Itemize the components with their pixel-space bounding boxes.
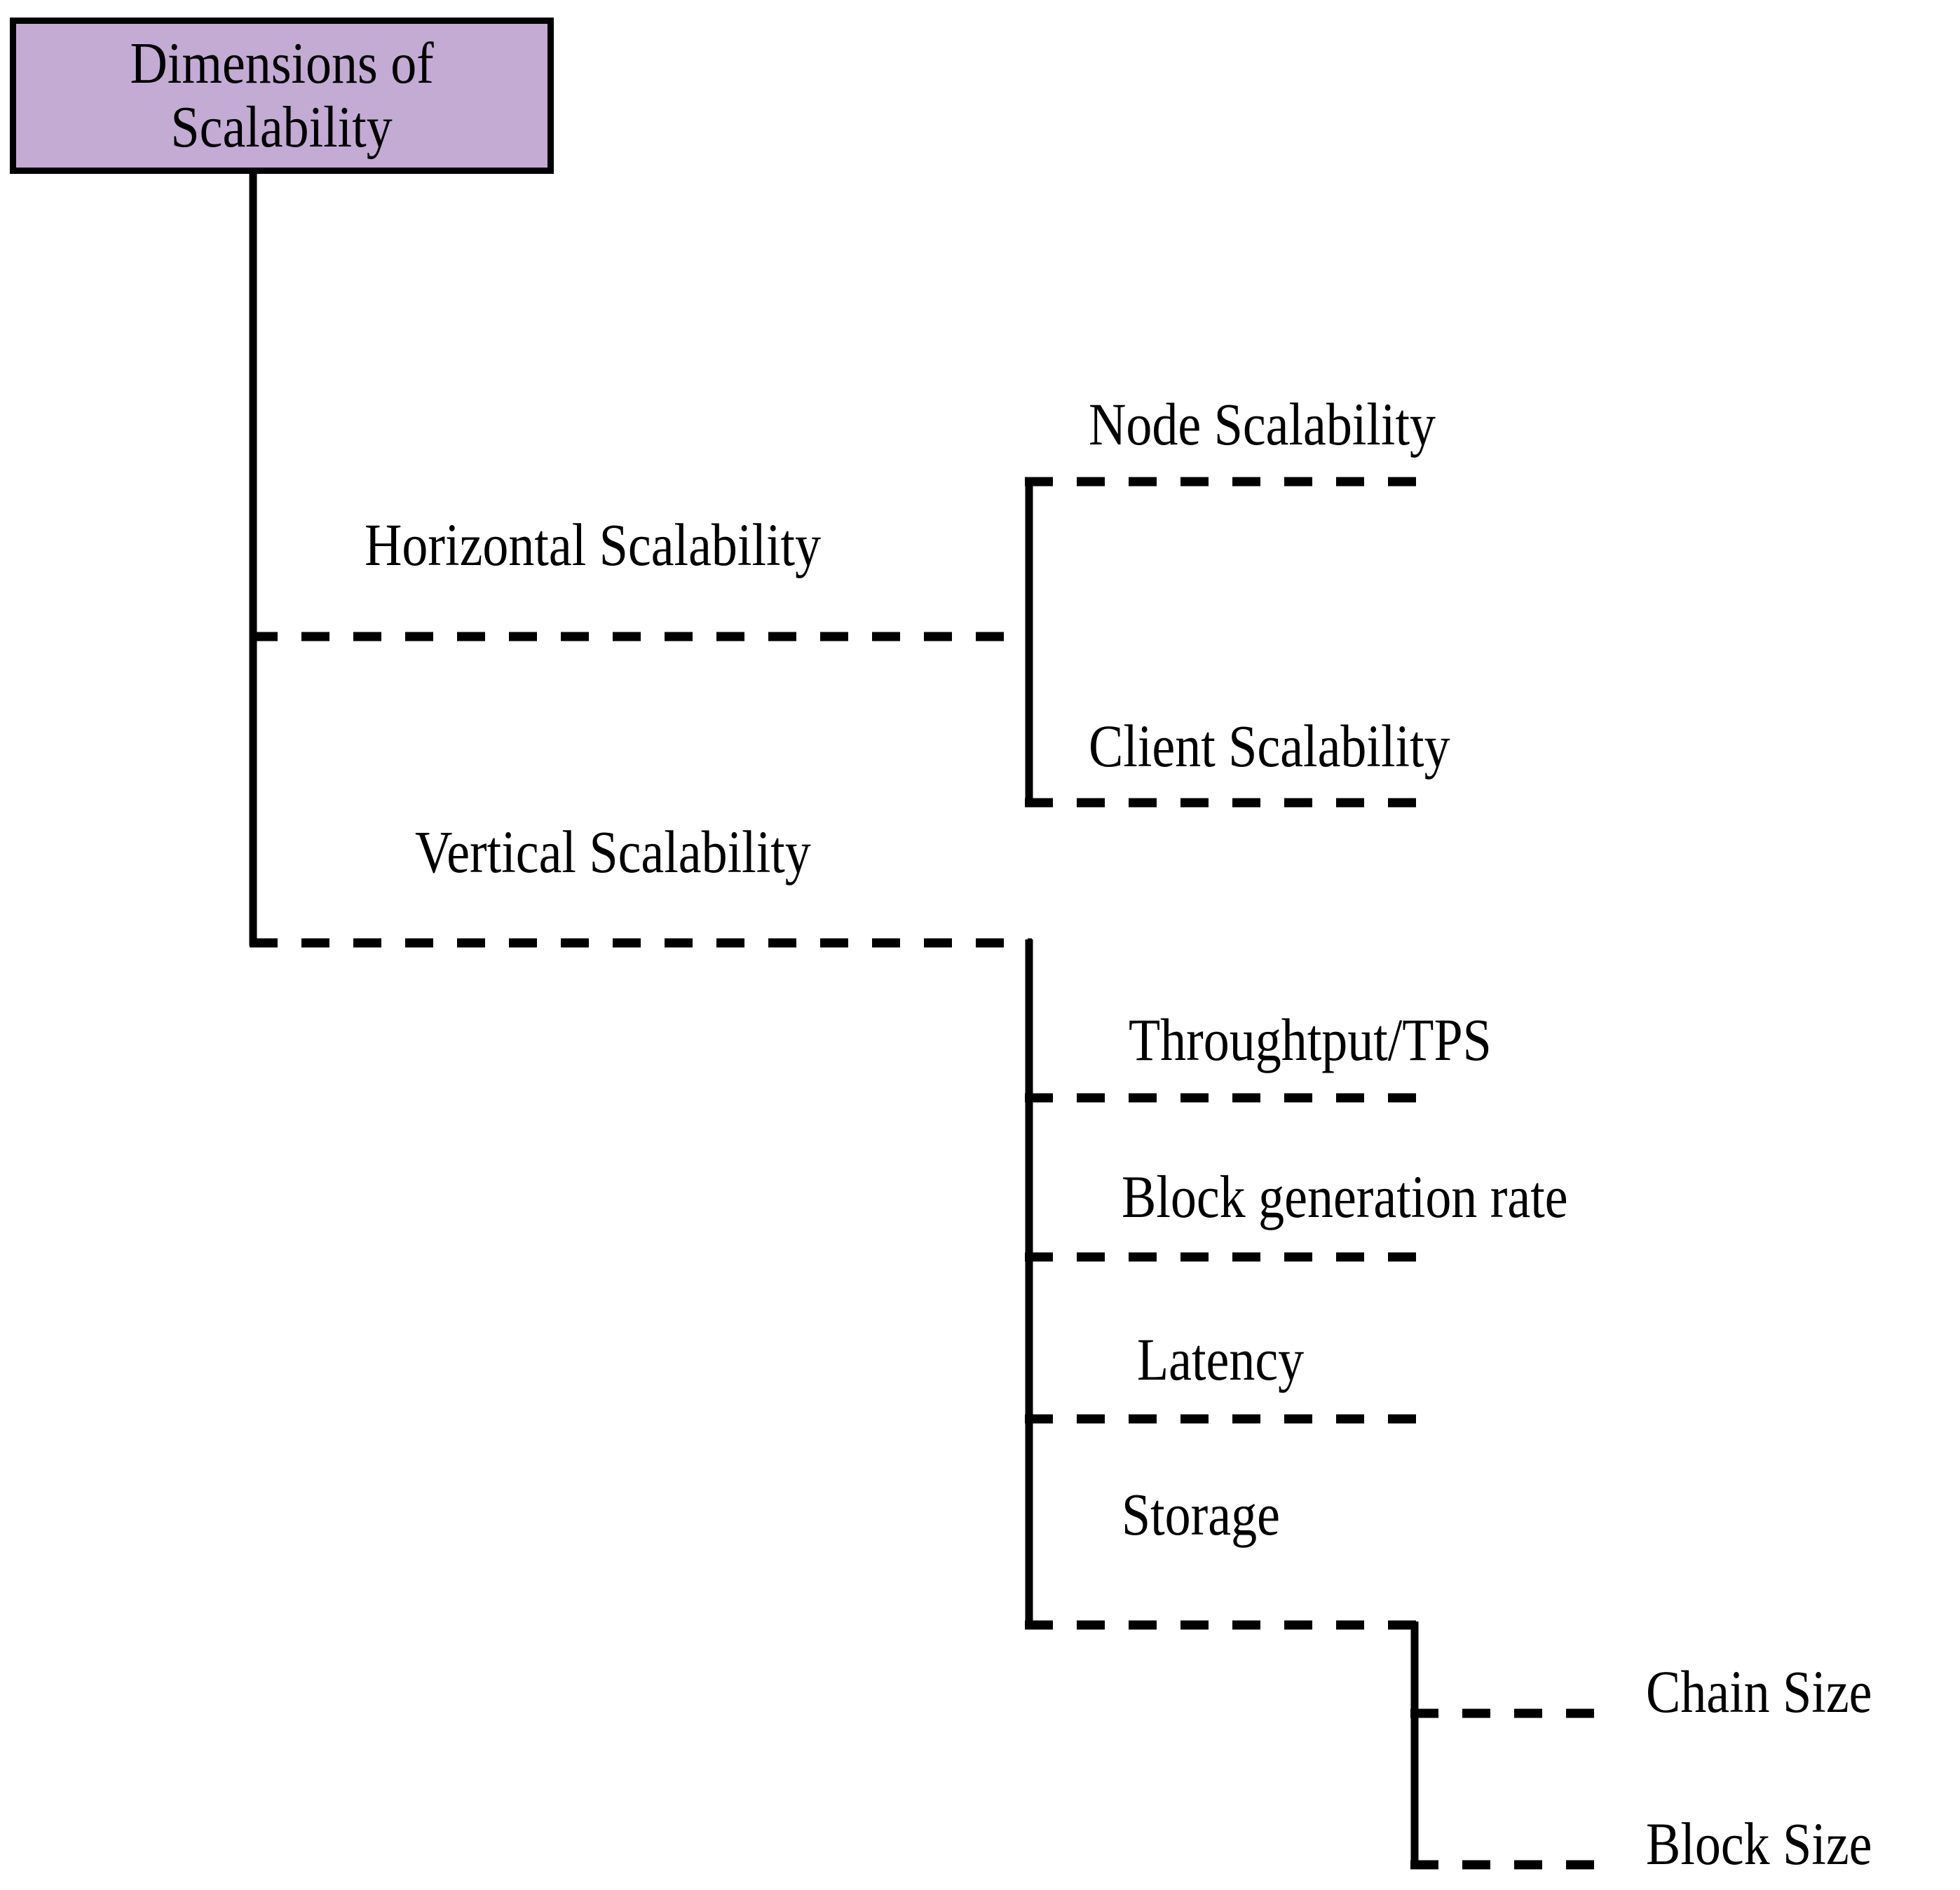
node-label-vertical-scalability[interactable]: Vertical Scalability: [415, 818, 811, 885]
node-label-block-size[interactable]: Block Size: [1646, 1810, 1872, 1877]
node-label-storage[interactable]: Storage: [1122, 1481, 1280, 1548]
node-label-block-generation-rate[interactable]: Block generation rate: [1122, 1163, 1568, 1230]
node-label-chain-size[interactable]: Chain Size: [1646, 1658, 1872, 1725]
node-label-client-scalability[interactable]: Client Scalability: [1089, 712, 1450, 780]
node-label-node-scalability[interactable]: Node Scalability: [1089, 390, 1436, 458]
node-label-latency[interactable]: Latency: [1137, 1326, 1305, 1393]
root-label-line-2: Scalability: [170, 94, 393, 160]
node-label-horizontal-scalability[interactable]: Horizontal Scalability: [365, 511, 822, 578]
root-label-line-1: Dimensions of: [130, 30, 434, 96]
node-label-throughput-tps[interactable]: Throughtput/TPS: [1129, 1006, 1492, 1073]
root-node-dimensions-of-scalability[interactable]: Dimensions of Scalability: [10, 18, 554, 174]
